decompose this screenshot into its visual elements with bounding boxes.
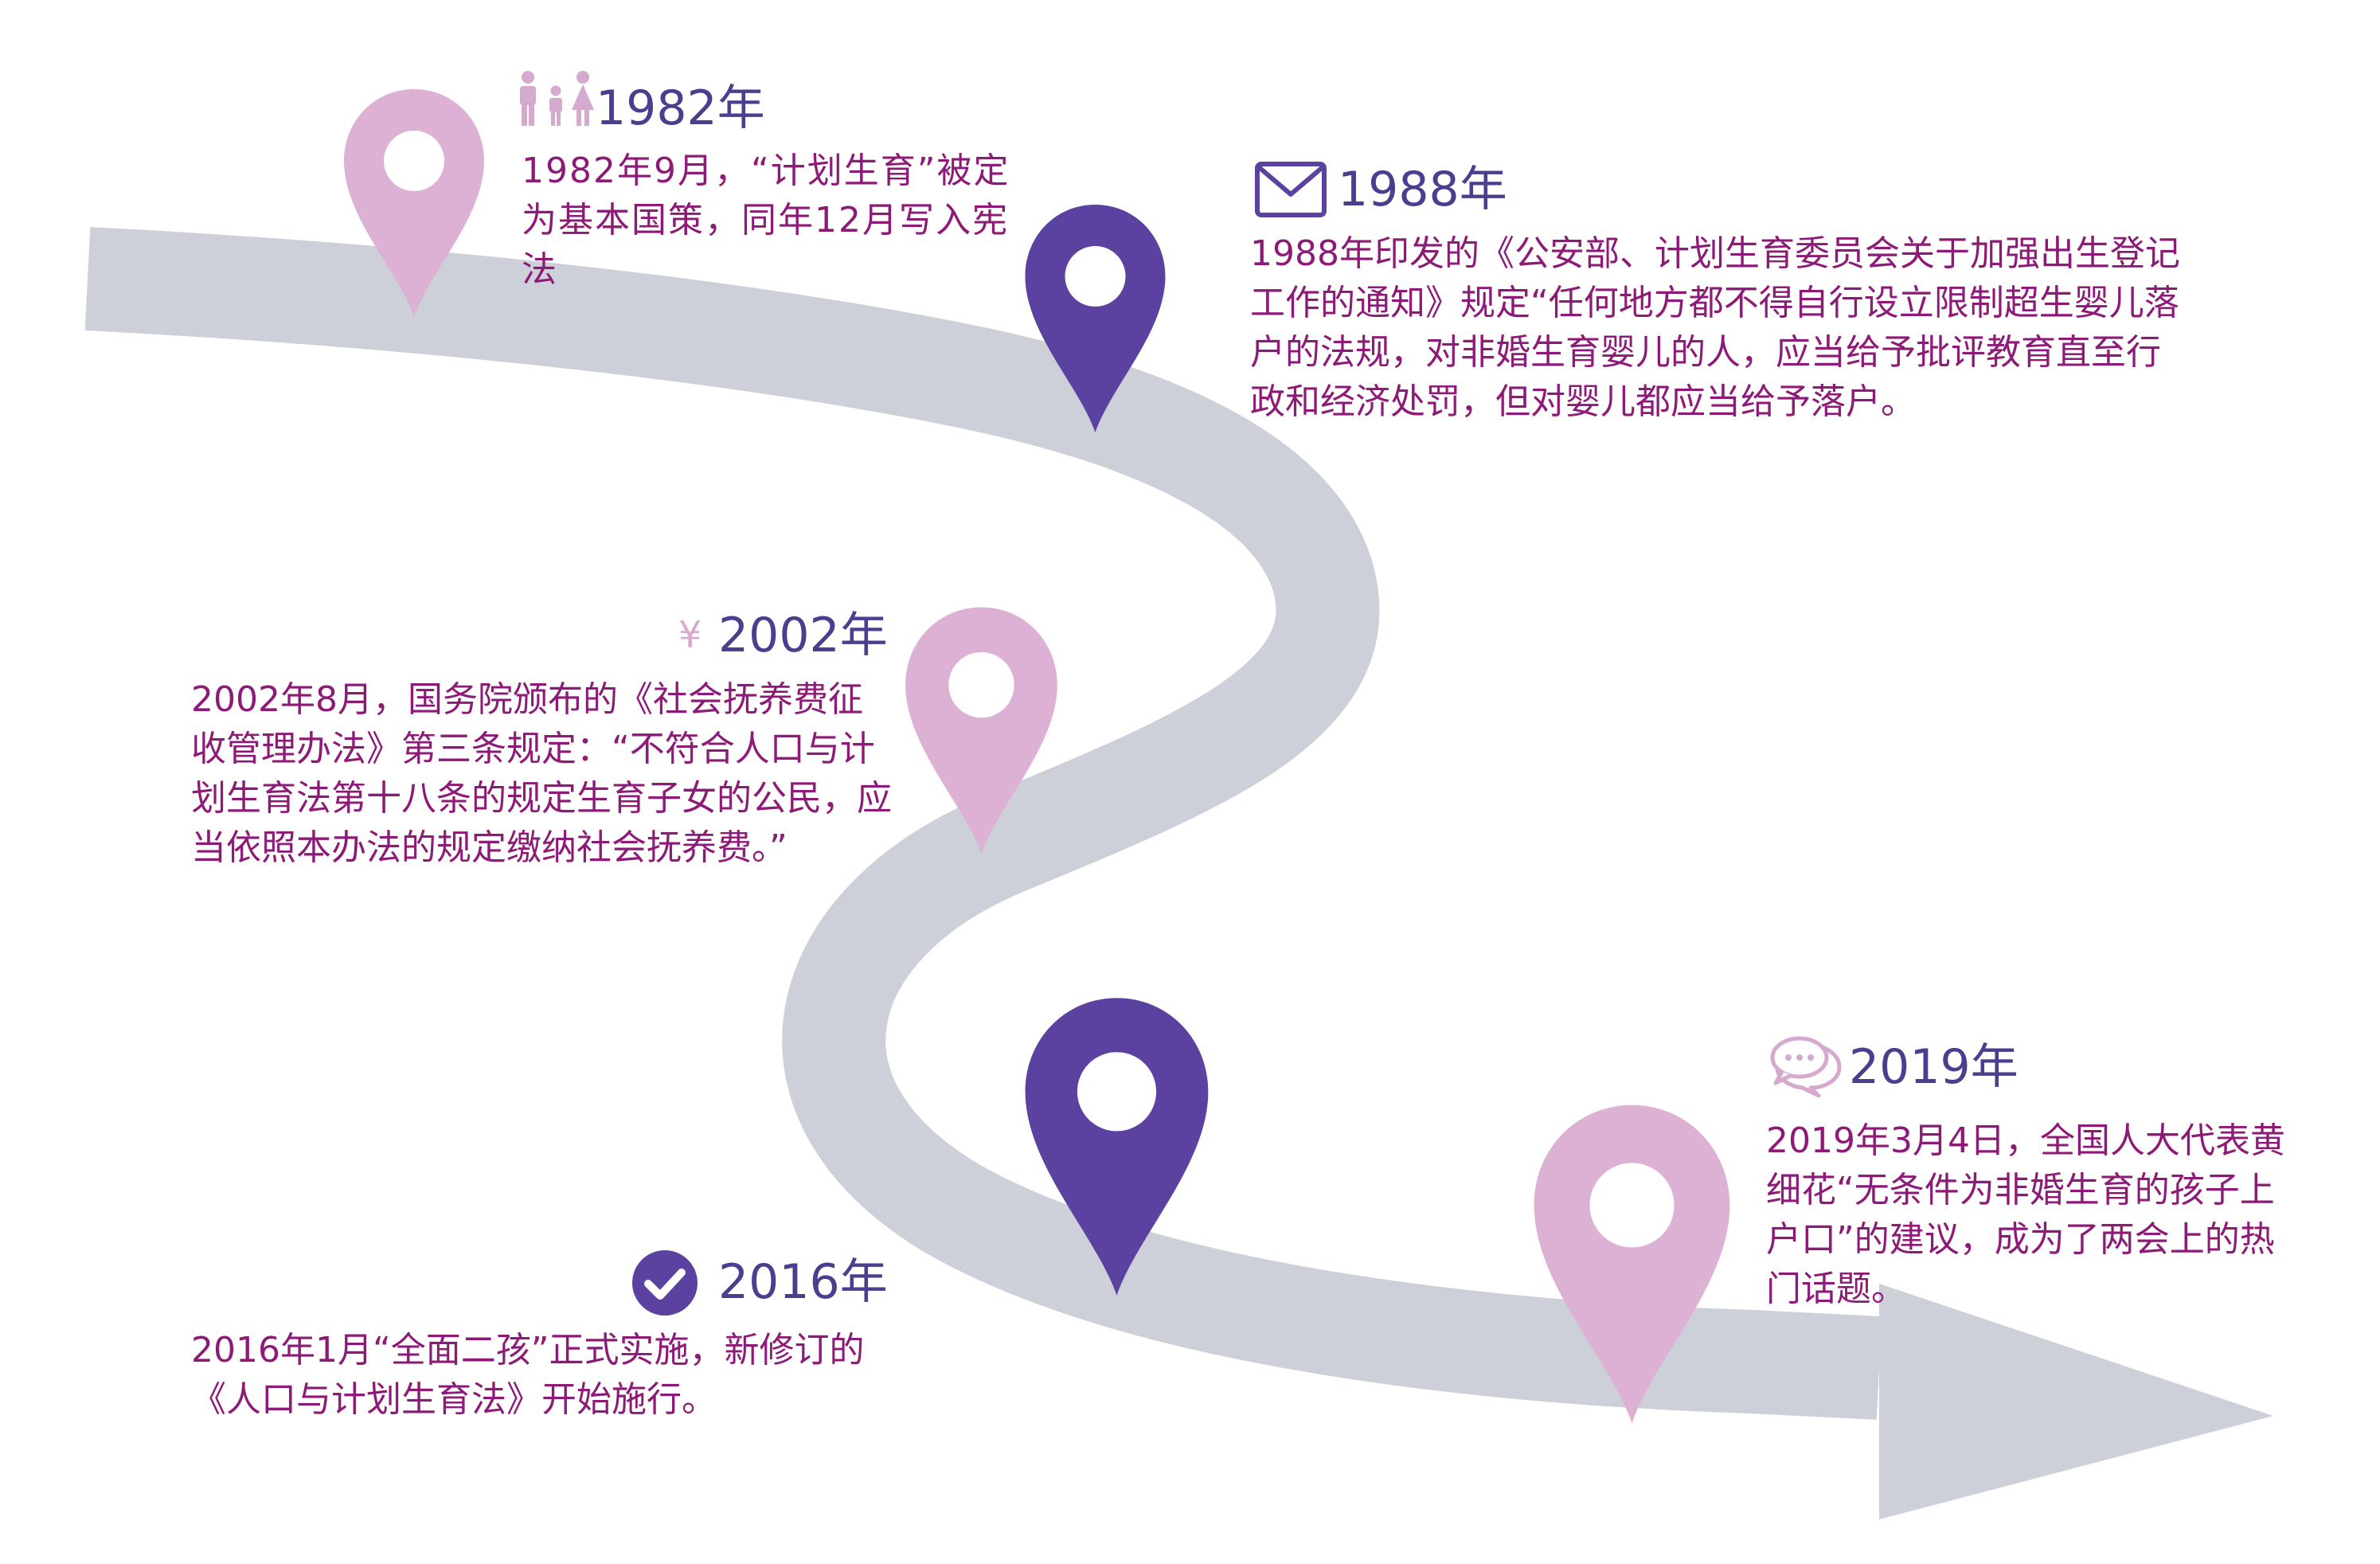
event-text-1988: 1988年印发的《公安部、计划生育委员会关于加强出生登记工作的通知》规定“任何地… (1250, 233, 2180, 422)
event-text-2002: 2002年8月，国务院颁布的《社会抚养费征收管理办法》第三条规定：“不符合人口与… (191, 679, 892, 868)
event-text-2016: 2016年1月“全面二孩”正式实施，新修订的《人口与计划生育法》开始施行。 (191, 1330, 865, 1420)
map-pin-hole (1589, 1163, 1675, 1248)
event-year-2002: 2002年 (718, 608, 888, 663)
map-pin-2016 (1025, 998, 1209, 1296)
map-pin-body (1025, 205, 1166, 432)
chat-bubbles-icon (1770, 1036, 1842, 1097)
map-pin-1988 (1025, 205, 1166, 432)
map-pin-body (1025, 998, 1209, 1296)
event-year-2016: 2016年 (718, 1254, 888, 1310)
map-pin-body (905, 607, 1057, 854)
timeline-road-path (84, 227, 1882, 1420)
map-pin-hole (1065, 246, 1126, 307)
timeline-arrow-head (1879, 1284, 2273, 1519)
yen-icon: ¥ (678, 613, 702, 656)
check-circle-icon (632, 1250, 698, 1316)
map-pin-body (344, 89, 484, 317)
map-pin-hole (948, 651, 1014, 718)
family-icon (520, 71, 594, 126)
event-text-2019: 2019年3月4日，全国人大代表黄细花“无条件为非婚生育的孩子上户口”的建议，成… (1766, 1120, 2285, 1309)
map-pin-2002 (905, 607, 1057, 854)
map-pin-2019 (1534, 1105, 1730, 1424)
event-year-2019: 2019年 (1849, 1039, 2019, 1095)
map-pin-hole (384, 131, 444, 191)
event-year-1988: 1988年 (1338, 162, 1507, 217)
event-year-1982: 1982年 (596, 80, 765, 136)
map-pin-1982 (344, 89, 484, 317)
map-pin-hole (1077, 1052, 1157, 1132)
event-text-1982: 1982年9月，“计划生育”被定为基本国策，同年12月写入宪法 (522, 151, 1010, 290)
map-pin-body (1534, 1105, 1730, 1424)
envelope-icon (1255, 162, 1327, 217)
